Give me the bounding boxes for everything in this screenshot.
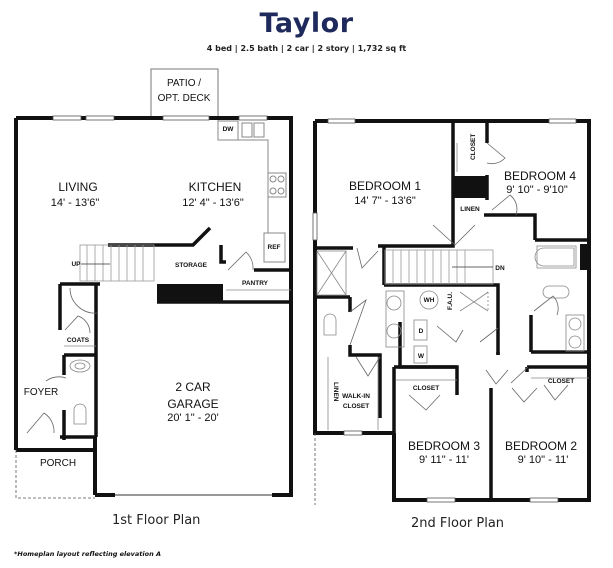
kitchen-label: KITCHEN	[189, 180, 242, 194]
first-floor-plan: PATIO / OPT. DECK LIVING 14' - 13'6" KIT…	[14, 68, 293, 499]
foyer-label: FOYER	[24, 387, 58, 398]
second-floor-windows	[312, 118, 577, 503]
first-floor-caption: 1st Floor Plan	[112, 513, 201, 528]
walkin-closet-label-1: WALK-IN	[342, 393, 370, 400]
bedroom3-label: BEDROOM 3	[408, 439, 480, 453]
first-floor-exterior-walls	[14, 116, 293, 497]
pantry-label: PANTRY	[242, 280, 269, 287]
linen-left-label: LINEN	[332, 382, 339, 402]
plan-title: Taylor	[259, 8, 354, 39]
bedroom2-closet-label: CLOSET	[548, 378, 574, 385]
second-floor-plan: BEDROOM 1 14' 7" - 13'6" BEDROOM 4 9' 10…	[312, 118, 591, 505]
bedroom3-dimensions: 9' 11" - 11'	[419, 454, 469, 466]
bedroom4-label: BEDROOM 4	[504, 169, 576, 183]
second-floor-caption: 2nd Floor Plan	[411, 516, 505, 531]
storage-label: STORAGE	[175, 262, 208, 269]
porch-outline	[15, 450, 95, 499]
closet-top-label: CLOSET	[470, 134, 477, 160]
kitchen-dimensions: 12' 4" - 13'6"	[182, 197, 244, 209]
first-floor-doors	[26, 251, 254, 434]
living-dimensions: 14' - 13'6"	[51, 197, 100, 209]
plan-specs: 4 bed | 2.5 bath | 2 car | 2 story | 1,7…	[206, 44, 407, 53]
second-floor-stairs	[384, 249, 494, 285]
bedroom4-dimensions: 9' 10" - 9'10"	[506, 184, 568, 196]
walkin-closet-label-2: CLOSET	[343, 403, 369, 410]
garage-label-2: GARAGE	[167, 397, 218, 411]
dryer-label: D	[419, 328, 424, 335]
second-floor-interior-walls	[315, 121, 589, 500]
patio-label-1: PATIO /	[167, 78, 201, 89]
bedroom1-dimensions: 14' 7" - 13'6"	[354, 195, 416, 207]
first-floor-stairs	[79, 244, 155, 282]
chase-block	[453, 176, 487, 198]
fridge-label: REF	[268, 244, 281, 251]
powder-bath-fixtures	[69, 359, 91, 425]
water-heater-label: WH	[424, 297, 435, 304]
fau-label: F.A.U.	[447, 292, 454, 310]
stairs-up-label: UP	[71, 261, 81, 268]
chimney-block	[157, 284, 223, 303]
garage-dimensions: 20' 1" - 20'	[167, 412, 219, 424]
washer-label: W	[418, 353, 425, 360]
garage-label-1: 2 CAR	[175, 380, 211, 394]
kitchen-counters	[217, 120, 287, 263]
bedroom2-label: BEDROOM 2	[505, 439, 577, 453]
footnote: *Homeplan layout reflecting elevation A	[14, 550, 162, 558]
bedroom2-dimensions: 9' 10" - 11'	[518, 454, 569, 466]
coats-label: COATS	[67, 337, 90, 344]
patio-label-2: OPT. DECK	[158, 93, 211, 104]
porch-label: PORCH	[40, 458, 76, 469]
living-label: LIVING	[58, 180, 97, 194]
first-floor-windows	[52, 115, 268, 121]
bath-fixtures	[316, 143, 589, 430]
second-floor-doors	[349, 142, 569, 411]
linen-top-label: LINEN	[460, 206, 480, 213]
stairs-down-label: DN	[495, 265, 505, 272]
dishwasher-label: DW	[223, 126, 235, 133]
bedroom3-closet-label: CLOSET	[413, 385, 439, 392]
bedroom1-label: BEDROOM 1	[349, 179, 421, 193]
